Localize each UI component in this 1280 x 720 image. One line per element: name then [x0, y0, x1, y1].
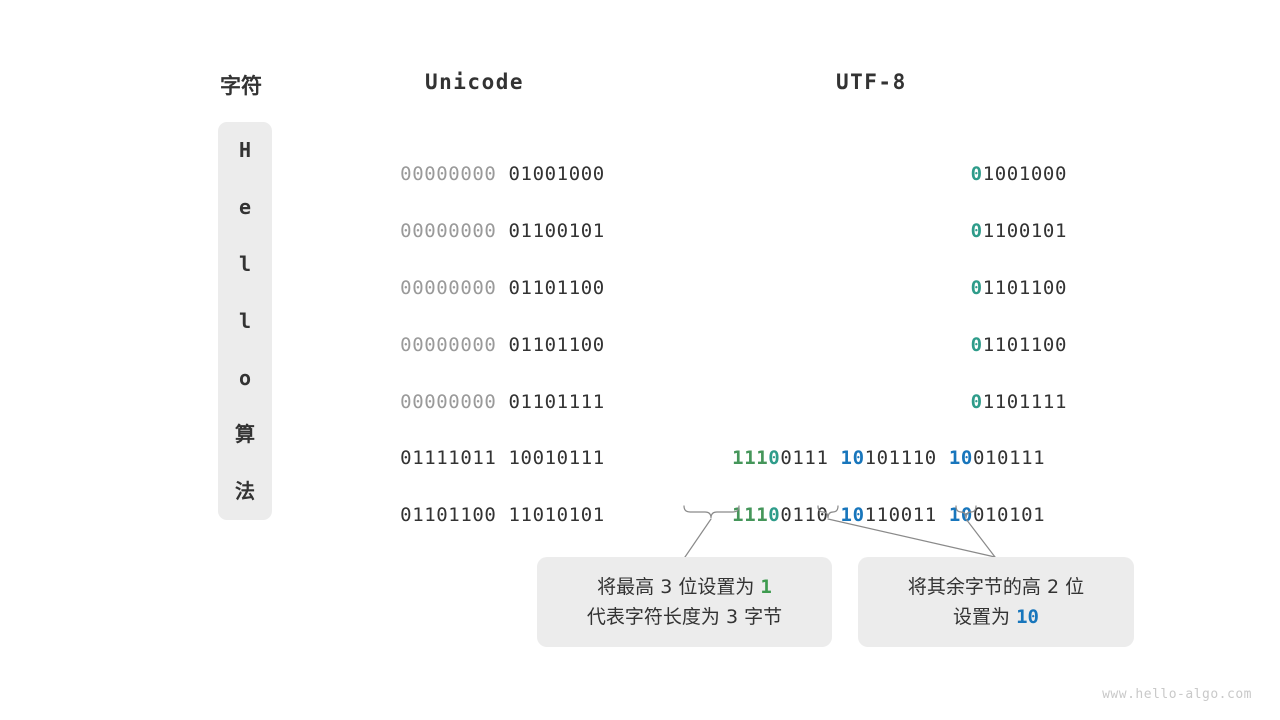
utf8-value: 01101111 — [923, 366, 1067, 413]
utf8-length-marker: 111 — [732, 504, 769, 526]
utf8-byte-rest: 1101100 — [982, 334, 1067, 356]
character-cell: l — [238, 252, 252, 276]
column-header-character: 字符 — [220, 74, 262, 98]
unicode-high-byte: 00000000 — [400, 334, 497, 356]
utf8-length-marker: 111 — [732, 447, 769, 469]
unicode-low-byte: 01101100 — [508, 334, 605, 356]
callout-line-2: 代表字符长度为 3 字节 — [586, 606, 783, 628]
utf8-continuation-marker: 10 — [840, 447, 865, 469]
utf8-value: 11100110 10110011 10010101 — [684, 479, 1045, 526]
utf8-continuation-marker: 10 — [948, 504, 973, 526]
character-column-panel — [218, 122, 272, 520]
character-cell: o — [238, 366, 252, 390]
unicode-high-byte: 00000000 — [400, 391, 497, 413]
utf8-byte-rest: 0111 — [780, 447, 829, 469]
utf8-byte-rest: 101110 — [864, 447, 937, 469]
utf8-value: 01101100 — [923, 309, 1067, 356]
utf8-value: 11100111 10101110 10010111 — [684, 422, 1045, 469]
unicode-full: 01101100 11010101 — [400, 504, 605, 526]
utf8-value: 01100101 — [923, 195, 1067, 242]
utf8-byte-prefix: 0 — [970, 334, 983, 356]
utf8-byte-rest: 010111 — [972, 447, 1046, 469]
utf8-byte-rest: 1101100 — [982, 277, 1067, 299]
unicode-low-byte: 01101111 — [508, 391, 605, 413]
callout-line-1: 将其余字节的高 2 位 — [907, 576, 1085, 598]
utf8-byte-prefix: 0 — [970, 163, 983, 185]
unicode-value: 00000000 01101100 — [352, 252, 605, 299]
unicode-value: 00000000 01100101 — [352, 195, 605, 242]
utf8-byte-prefix: 0 — [970, 220, 983, 242]
column-header-utf8: UTF-8 — [836, 70, 907, 94]
utf8-byte-prefix: 0 — [970, 277, 983, 299]
unicode-value: 01101100 11010101 — [352, 479, 605, 526]
utf8-byte-rest: 110011 — [864, 504, 937, 526]
utf8-byte-rest: 010101 — [972, 504, 1046, 526]
watermark: www.hello-algo.com — [1102, 687, 1252, 702]
character-cell: 算 — [235, 422, 255, 446]
utf8-byte-rest: 1100101 — [982, 220, 1067, 242]
character-cell: e — [238, 195, 252, 219]
unicode-value: 00000000 01101111 — [352, 366, 605, 413]
utf8-length-terminator: 0 — [768, 504, 781, 526]
utf8-byte-rest: 1101111 — [982, 391, 1067, 413]
unicode-low-byte: 01001000 — [508, 163, 605, 185]
utf8-value: 01001000 — [923, 138, 1067, 185]
utf8-length-terminator: 0 — [768, 447, 781, 469]
callout-line-1: 将最高 3 位设置为 1 — [597, 576, 772, 598]
character-cell: l — [238, 309, 252, 333]
utf8-value: 01101100 — [923, 252, 1067, 299]
unicode-value: 00000000 01101100 — [352, 309, 605, 356]
unicode-full: 01111011 10010111 — [400, 447, 605, 469]
unicode-value: 01111011 10010111 — [352, 422, 605, 469]
unicode-low-byte: 01101100 — [508, 277, 605, 299]
character-cell: 法 — [235, 479, 255, 503]
character-cell: H — [238, 138, 252, 162]
unicode-value: 00000000 01001000 — [352, 138, 605, 185]
unicode-high-byte: 00000000 — [400, 277, 497, 299]
utf8-byte-rest: 1001000 — [982, 163, 1067, 185]
callout-line-2: 设置为 10 — [953, 606, 1039, 628]
utf8-byte-prefix: 0 — [970, 391, 983, 413]
unicode-high-byte: 00000000 — [400, 163, 497, 185]
unicode-low-byte: 01100101 — [508, 220, 605, 242]
unicode-high-byte: 00000000 — [400, 220, 497, 242]
utf8-byte-rest: 0110 — [780, 504, 829, 526]
utf8-continuation-marker: 10 — [840, 504, 865, 526]
callout-highest-3-bits: 将最高 3 位设置为 1 代表字符长度为 3 字节 — [537, 557, 832, 647]
utf8-continuation-marker: 10 — [948, 447, 973, 469]
column-header-unicode: Unicode — [425, 70, 525, 94]
callout-continuation-bytes: 将其余字节的高 2 位 设置为 10 — [858, 557, 1134, 647]
